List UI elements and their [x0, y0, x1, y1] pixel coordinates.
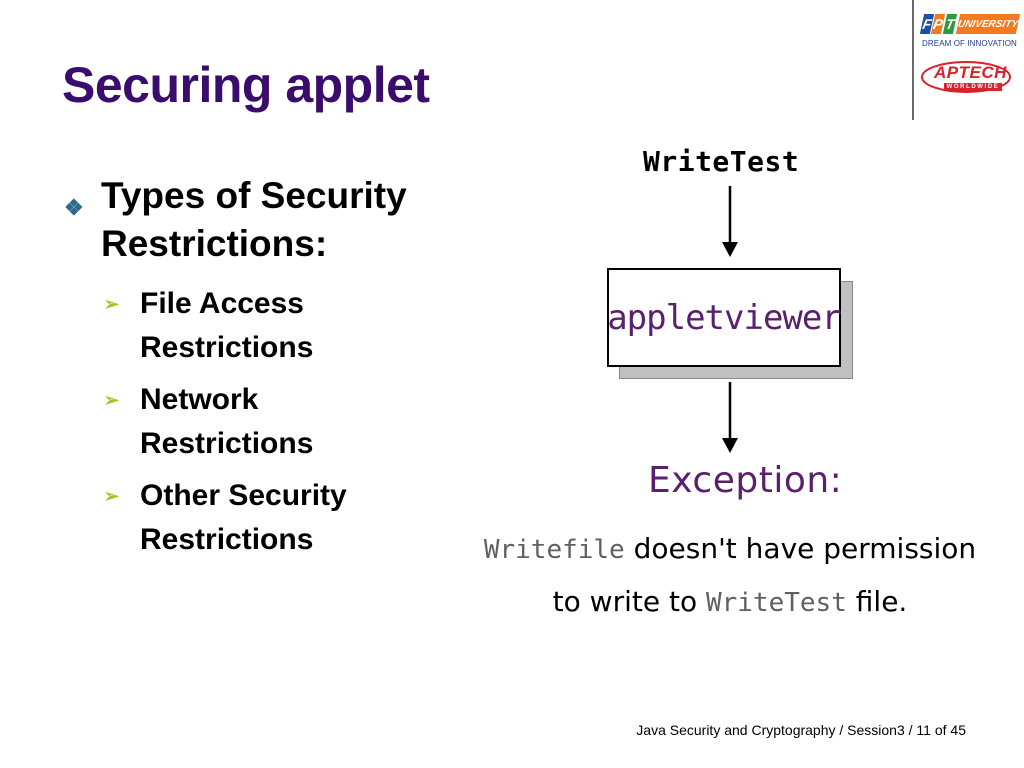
appletviewer-box: appletviewer [607, 268, 842, 367]
slide-footer: Java Security and Cryptography / Session… [636, 722, 966, 738]
aptech-worldwide: WORLDWIDE [944, 83, 1002, 91]
writetest-label: WriteTest [643, 145, 800, 178]
sub-bullet-text: Network Restrictions [140, 383, 314, 460]
arrow-down-icon [722, 186, 738, 257]
exception-message-line1: Writefile doesn't have permission [470, 532, 990, 565]
arrow-down-icon [722, 382, 738, 453]
exception-label: Exception: [648, 460, 843, 501]
main-bullet-text: Types of Security Restrictions: [101, 175, 407, 264]
sub-bullet-network: ➢ Network Restrictions [104, 378, 424, 466]
message-text: file. [846, 585, 908, 618]
appletviewer-label: appletviewer [607, 297, 842, 338]
aptech-logo: APTECH WORLDWIDE [920, 60, 1012, 94]
fpt-university-logo: F P T UNIVERSITY DREAM OF INNOVATION [919, 14, 1021, 50]
message-text: to write to [552, 585, 706, 618]
sub-bullet-other: ➢ Other Security Restrictions [104, 474, 424, 562]
arrow-bullet-icon: ➢ [104, 486, 120, 506]
fpt-university-text: UNIVERSITY [955, 14, 1021, 34]
arrow-bullet-icon: ➢ [104, 390, 120, 410]
logo-divider [912, 0, 914, 120]
code-writetest: WriteTest [705, 588, 847, 618]
main-bullet: ❖ Types of Security Restrictions: [64, 172, 484, 268]
sub-bullet-file-access: ➢ File Access Restrictions [104, 282, 424, 370]
slide-title: Securing applet [62, 57, 430, 113]
sub-bullet-text: File Access Restrictions [140, 287, 314, 364]
arrow-bullet-icon: ➢ [104, 294, 120, 314]
message-text: doesn't have permission [624, 532, 977, 565]
fpt-tagline: DREAM OF INNOVATION [922, 39, 1017, 48]
diamond-bullet-icon: ❖ [64, 195, 84, 220]
exception-message-line2: to write to WriteTest file. [470, 585, 990, 618]
sub-bullet-text: Other Security Restrictions [140, 479, 347, 556]
aptech-name: APTECH [934, 63, 1007, 82]
aptech-swoosh-icon [921, 61, 1011, 93]
code-writefile: Writefile [483, 535, 625, 565]
sub-bullet-list: ➢ File Access Restrictions ➢ Network Res… [104, 282, 424, 570]
